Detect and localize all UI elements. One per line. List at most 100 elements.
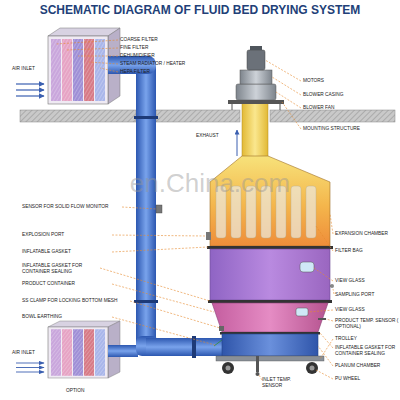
part-label: COARSE FILTER xyxy=(120,37,210,43)
part-label: MOTORS xyxy=(303,78,398,84)
part-label: FINE FILTER xyxy=(120,45,210,51)
part-label: DEHUMIDIFIER xyxy=(120,53,210,59)
blower-assembly xyxy=(247,50,265,70)
leader-lines xyxy=(78,56,118,57)
leader-lines xyxy=(265,60,301,81)
part-label: INFLATABLE GASKET FOR CONTAINER SEALING xyxy=(22,263,92,274)
blower-assembly xyxy=(232,104,233,110)
part-label: SENSOR FOR SOLID FLOW MONITOR xyxy=(22,204,140,210)
leader-lines xyxy=(333,289,334,294)
part-label: SAMPLING PORT xyxy=(335,292,400,298)
leader-lines xyxy=(330,214,333,234)
leader-lines xyxy=(112,284,214,312)
inlet-air-duct xyxy=(108,56,224,358)
ceiling-slab xyxy=(20,110,136,122)
leader-lines xyxy=(314,268,333,281)
leader-lines xyxy=(316,370,333,379)
leader-lines xyxy=(282,102,301,129)
dryer-vessel xyxy=(310,366,315,371)
leader-lines xyxy=(259,375,262,380)
watermark: en.China.com xyxy=(100,170,320,196)
inlet-air-duct xyxy=(134,300,158,303)
dryer-vessel xyxy=(207,246,333,249)
part-label: INFLATABLE GASKET FOR CONTAINER SEALING xyxy=(335,345,400,356)
leader-lines xyxy=(326,319,333,321)
blower-assembly xyxy=(237,130,238,156)
part-label: EXPLOSION PORT xyxy=(22,232,122,238)
leader-lines xyxy=(320,333,333,348)
inlet-air-duct xyxy=(146,338,224,356)
inlet-air-duct xyxy=(156,205,162,213)
leader-lines xyxy=(320,339,333,359)
dryer-vessel xyxy=(222,334,318,356)
part-label: VIEW GLASS xyxy=(335,307,400,313)
inlet-air-duct xyxy=(134,116,158,119)
part-label: BOWL EARTHING xyxy=(22,314,122,320)
dryer-vessel xyxy=(306,362,318,374)
part-label: STEAM RADIATOR / HEATER xyxy=(120,61,210,67)
blower-assembly xyxy=(236,84,276,100)
part-label: MOUNTING STRUCTURE xyxy=(303,126,398,132)
leader-lines xyxy=(112,317,215,345)
inlet-air-duct xyxy=(136,62,156,354)
leader-lines xyxy=(89,62,118,64)
dryer-vessel xyxy=(256,372,260,376)
part-label: BLOWER CASING xyxy=(303,92,398,98)
inlet-air-duct xyxy=(108,345,138,357)
dryer-vessel xyxy=(296,308,308,316)
dryer-vessel xyxy=(219,326,224,331)
dryer-vessel xyxy=(306,186,316,238)
leader-lines xyxy=(112,247,208,252)
leader-lines xyxy=(56,40,334,380)
dryer-vessel xyxy=(318,318,326,320)
part-label: PRODUCT CONTAINER xyxy=(22,281,122,287)
part-label: PLANUM CHAMBER xyxy=(335,363,400,369)
dryer-vessel xyxy=(206,232,211,240)
dryer-vessel xyxy=(330,284,334,288)
leader-lines xyxy=(100,268,210,301)
leader-lines xyxy=(56,40,118,44)
leader-lines xyxy=(130,301,220,328)
part-label: PRODUCT TEMP. SENSOR ( OPTIONAL) xyxy=(335,318,400,329)
leader-lines xyxy=(318,346,333,366)
part-label: OPTION xyxy=(66,388,106,394)
blower-assembly xyxy=(280,104,281,110)
part-label: FILTER BAG xyxy=(335,248,400,254)
dryer-vessel xyxy=(222,362,234,374)
dryer-vessel xyxy=(214,340,222,346)
dryer-vessel xyxy=(256,356,259,372)
leader-lines xyxy=(316,226,333,251)
diagram-title: SCHEMATIC DIAGRAM OF FLUID BED DRYING SY… xyxy=(0,3,400,17)
dryer-vessel xyxy=(216,356,324,361)
part-label: EXHAUST xyxy=(196,133,236,139)
part-label: HEPA FILTER xyxy=(120,69,210,75)
dryer-vessel xyxy=(212,303,328,332)
part-label: VIEW GLASS xyxy=(335,278,400,284)
dryer-vessel xyxy=(291,186,301,238)
part-label: TROLLEY xyxy=(335,336,400,342)
blower-assembly xyxy=(228,46,284,158)
leader-lines xyxy=(67,48,118,50)
ceiling-slab xyxy=(20,110,395,122)
dryer-vessel xyxy=(226,366,231,371)
part-label: PU WHEEL xyxy=(335,376,400,382)
dryer-vessel xyxy=(300,262,314,272)
part-label: SS CLAMP FOR LOCKING BOTTOM MESH xyxy=(22,298,140,304)
blower-assembly xyxy=(228,100,284,104)
dryer-vessel xyxy=(208,300,332,303)
blower-assembly xyxy=(250,46,262,50)
part-label: BLOWER FAN xyxy=(303,105,398,111)
part-label: INFLATABLE GASKET xyxy=(22,249,122,255)
part-label: EXPANSION CHAMBER xyxy=(335,231,400,237)
part-label: AIR INLET xyxy=(12,350,36,356)
leader-lines xyxy=(112,235,206,236)
leader-lines xyxy=(122,207,156,209)
blower-assembly xyxy=(240,70,272,84)
dryer-vessel xyxy=(210,249,330,300)
leader-lines xyxy=(308,310,333,312)
optional-air-handling-unit xyxy=(16,321,120,378)
part-label: INLET TEMP. SENSOR xyxy=(262,377,302,388)
leader-lines xyxy=(276,92,301,108)
